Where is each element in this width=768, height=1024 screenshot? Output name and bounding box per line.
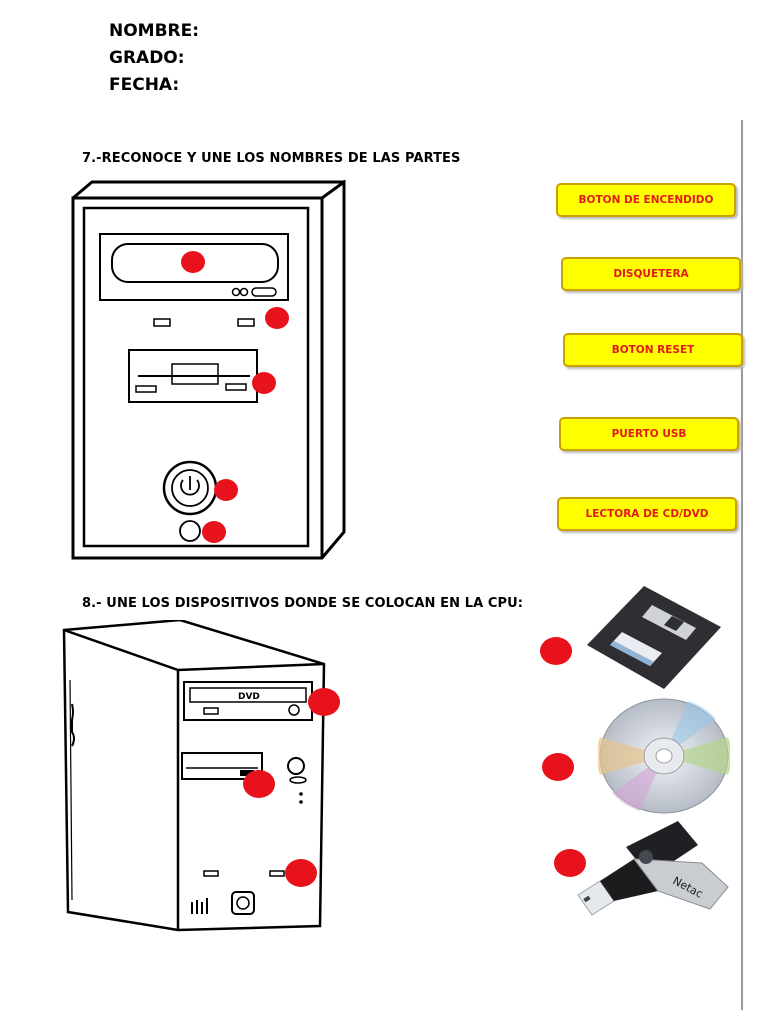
device-marker-usb[interactable]: [554, 849, 586, 877]
fecha-label: FECHA:: [109, 75, 180, 95]
cpu7-marker-optical[interactable]: [181, 251, 205, 273]
page-divider: [741, 120, 743, 1010]
cpu8-marker-usb[interactable]: [285, 859, 317, 887]
cpu7-marker-power[interactable]: [214, 479, 238, 501]
device-marker-cd[interactable]: [542, 753, 574, 781]
label-puerto-usb[interactable]: PUERTO USB: [559, 417, 739, 451]
nombre-label: NOMBRE:: [109, 21, 200, 41]
compact-disc-image: [598, 698, 730, 814]
usb-flash-drive-image: Netac: [577, 821, 729, 916]
cpu7-marker-usb[interactable]: [265, 307, 289, 329]
label-boton-reset[interactable]: BOTON RESET: [563, 333, 743, 367]
cpu-tower-illustration: DVD: [62, 620, 326, 932]
cpu7-marker-floppy[interactable]: [252, 372, 276, 394]
floppy-disk-image: [587, 586, 721, 689]
label-lectora-cd-dvd[interactable]: LECTORA DE CD/DVD: [557, 497, 737, 531]
cpu7-marker-reset[interactable]: [202, 521, 226, 543]
label-boton-encendido[interactable]: BOTON DE ENCENDIDO: [556, 183, 736, 217]
cpu-front-illustration: [71, 180, 346, 560]
cpu8-marker-floppy[interactable]: [243, 770, 275, 798]
label-disquetera[interactable]: DISQUETERA: [561, 257, 741, 291]
student-header: NOMBRE: GRADO: FECHA:: [109, 18, 199, 99]
exercise-7-title: 7.-RECONOCE Y UNE LOS NOMBRES DE LAS PAR…: [82, 151, 461, 166]
device-marker-floppy[interactable]: [540, 637, 572, 665]
dvd-logo-text: DVD: [238, 692, 260, 702]
grado-label: GRADO:: [109, 48, 185, 68]
cpu8-marker-optical[interactable]: [308, 688, 340, 716]
exercise-8-title: 8.- UNE LOS DISPOSITIVOS DONDE SE COLOCA…: [82, 596, 524, 611]
